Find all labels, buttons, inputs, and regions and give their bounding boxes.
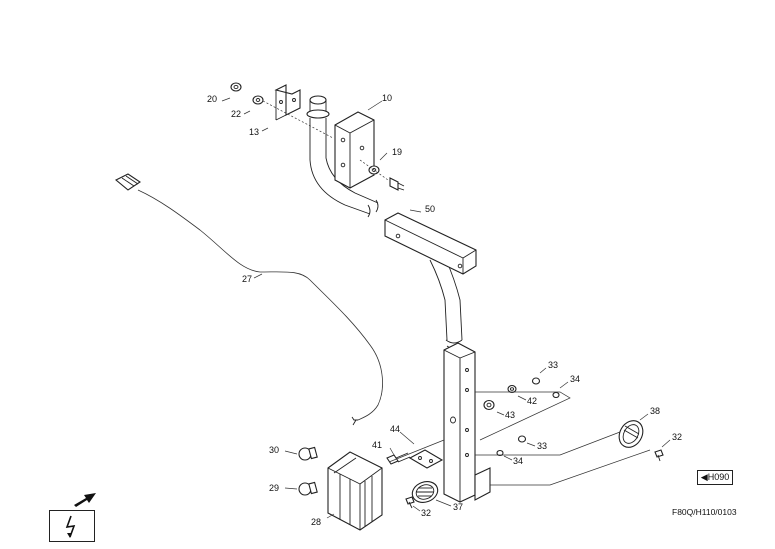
assembly-guide-lines [388, 391, 651, 486]
washer [252, 95, 264, 105]
callout-labels: 10 20 22 13 19 50 27 30 29 28 41 44 43 4… [207, 93, 682, 527]
lightning-bolt-icon [65, 515, 76, 538]
nut [230, 82, 242, 92]
reflector-right [618, 420, 644, 448]
front-arrow-icon [74, 493, 96, 507]
reference-page-box[interactable]: ◀H090 [697, 470, 733, 485]
callout-28: 28 [311, 517, 321, 527]
callout-19: 19 [392, 147, 402, 157]
electrical-symbol-box [49, 510, 95, 542]
left-triangle-arrow-icon: ◀ [700, 472, 708, 482]
vertical-post [443, 342, 491, 503]
bulb-lower [298, 481, 318, 496]
callout-29: 29 [269, 483, 279, 493]
callout-44: 44 [390, 424, 400, 434]
callout-30: 30 [269, 445, 279, 455]
tail-lamp [327, 451, 383, 531]
reflector-lower [411, 481, 439, 503]
small-bracket [274, 84, 301, 121]
callout-34-upper: 34 [570, 374, 580, 384]
callout-43: 43 [505, 410, 515, 420]
callout-33-upper: 33 [548, 360, 558, 370]
callout-20: 20 [207, 94, 217, 104]
support-tube [306, 95, 464, 350]
fasteners-right [483, 377, 560, 457]
screw-lower [405, 496, 415, 509]
callout-leaders [221, 97, 671, 519]
reference-page-label: H090 [707, 472, 730, 482]
callout-41: 41 [372, 440, 382, 450]
bulb-upper [298, 446, 318, 461]
screw-right [654, 449, 664, 462]
callout-42: 42 [527, 396, 537, 406]
drawing-code: F80Q/H110/0103 [672, 507, 737, 517]
callout-37: 37 [453, 502, 463, 512]
callout-38: 38 [650, 406, 660, 416]
callout-27: 27 [242, 274, 252, 284]
mounting-plate [334, 111, 375, 189]
flat-bracket [384, 212, 477, 275]
callout-22: 22 [231, 109, 241, 119]
callout-32-lower: 32 [421, 508, 431, 518]
wiring-harness [115, 173, 383, 426]
callout-13: 13 [249, 127, 259, 137]
callout-10: 10 [382, 93, 392, 103]
callout-32-right: 32 [672, 432, 682, 442]
callout-50: 50 [425, 204, 435, 214]
spacer-plate [408, 449, 444, 469]
washer-and-bolt [368, 165, 405, 191]
callout-34-lower: 34 [513, 456, 523, 466]
callout-33-lower: 33 [537, 441, 547, 451]
